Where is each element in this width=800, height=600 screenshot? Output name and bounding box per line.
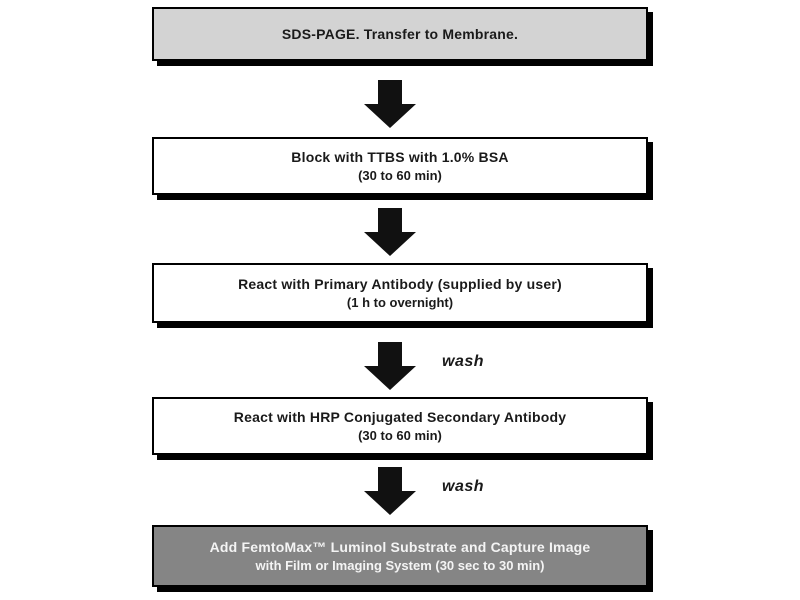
step-box-primary-antibody: React with Primary Antibody (supplied by…	[152, 263, 648, 323]
step-title-line2: with Film or Imaging System (30 sec to 3…	[255, 557, 545, 573]
down-arrow-icon	[362, 208, 418, 256]
step-box-secondary-antibody: React with HRP Conjugated Secondary Anti…	[152, 397, 648, 455]
step-duration: (30 to 60 min)	[358, 427, 442, 443]
down-arrow-icon	[362, 342, 418, 390]
step-title: Add FemtoMax™ Luminol Substrate and Capt…	[209, 538, 591, 555]
step-title: Block with TTBS with 1.0% BSA	[291, 148, 509, 165]
step-box-block: Block with TTBS with 1.0% BSA (30 to 60 …	[152, 137, 648, 195]
wash-label: wash	[442, 478, 485, 495]
step-title: SDS-PAGE. Transfer to Membrane.	[281, 25, 519, 42]
step-title: React with HRP Conjugated Secondary Anti…	[233, 408, 567, 425]
down-arrow-icon	[362, 467, 418, 515]
wash-label: wash	[442, 353, 485, 370]
down-arrow-icon	[362, 80, 418, 128]
step-box-substrate-capture: Add FemtoMax™ Luminol Substrate and Capt…	[152, 525, 648, 587]
step-box-sds-page: SDS-PAGE. Transfer to Membrane.	[152, 7, 648, 61]
step-duration: (30 to 60 min)	[358, 167, 442, 183]
step-title: React with Primary Antibody (supplied by…	[238, 275, 562, 292]
step-duration: (1 h to overnight)	[346, 294, 454, 310]
